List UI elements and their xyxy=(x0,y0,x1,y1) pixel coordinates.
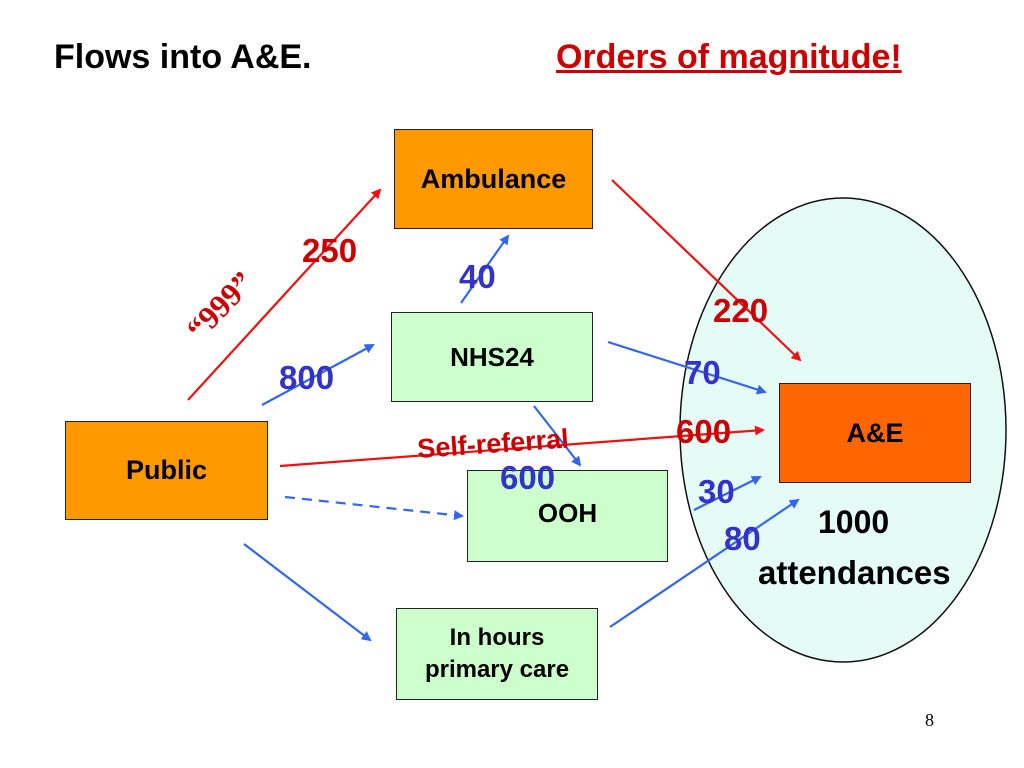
ae-label: A&E xyxy=(846,417,904,448)
arrow-self-referral xyxy=(279,425,765,468)
page-number: 8 xyxy=(925,710,934,730)
arrow-public-to-ambulance xyxy=(187,188,382,401)
public-label: Public xyxy=(125,455,207,485)
ambulance-box: Ambulance xyxy=(394,129,593,229)
slide-title: Flows into A&E. xyxy=(54,38,312,76)
in-hours-primary-care-box: In hours primary care xyxy=(396,608,598,700)
ooh-label: OOH xyxy=(537,498,598,528)
total-attendances-label: attendances xyxy=(758,554,951,591)
arrow-ooh-to-ae xyxy=(693,476,762,511)
in-hours-label-line2: primary care xyxy=(424,656,570,683)
arrow-nhs24-to-ae xyxy=(607,340,767,395)
ae-box: A&E xyxy=(779,383,971,483)
nhs24-box: NHS24 xyxy=(391,312,593,402)
flow-value-ooh-to-ae: 30 xyxy=(698,473,735,510)
flow-value-ambulance-to-ae: 220 xyxy=(713,292,769,329)
ambulance-label: Ambulance xyxy=(420,163,567,194)
arrow-in-hours-to-ae xyxy=(609,498,800,628)
self-referral-label: Self-referral xyxy=(416,423,569,464)
flow-value-self-referral: 600 xyxy=(676,413,732,450)
flow-value-nhs24-to-ooh: 600 xyxy=(500,459,556,496)
slide-subtitle: Orders of magnitude! xyxy=(556,38,902,77)
subtitle-suffix: ! xyxy=(890,38,902,76)
arrow-ambulance-to-ae xyxy=(611,179,802,362)
flow-value-in-hours-to-ae: 80 xyxy=(724,520,761,557)
nhs24-label: NHS24 xyxy=(450,341,534,372)
public-box: Public xyxy=(65,421,268,520)
subtitle-text: Orders of magnitude xyxy=(556,38,891,76)
in-hours-label-line1: In hours xyxy=(449,624,545,651)
arrow-nhs24-to-ooh xyxy=(533,405,582,467)
total-attendances-value: 1000 xyxy=(818,504,890,540)
arrow-public-to-ooh-dashed xyxy=(284,495,464,521)
flow-value-nhs24-to-ambulance: 40 xyxy=(459,258,496,295)
flow-value-public-to-ambulance: 250 xyxy=(302,232,358,269)
flow-value-public-to-nhs24: 800 xyxy=(279,359,335,396)
arrow-nhs24-to-ambulance xyxy=(460,234,510,304)
arrow-public-to-in-hours xyxy=(243,543,372,642)
arrow-public-to-nhs24 xyxy=(261,344,375,406)
ooh-box: OOH xyxy=(467,470,668,562)
flow-value-nhs24-to-ae: 70 xyxy=(684,354,721,391)
